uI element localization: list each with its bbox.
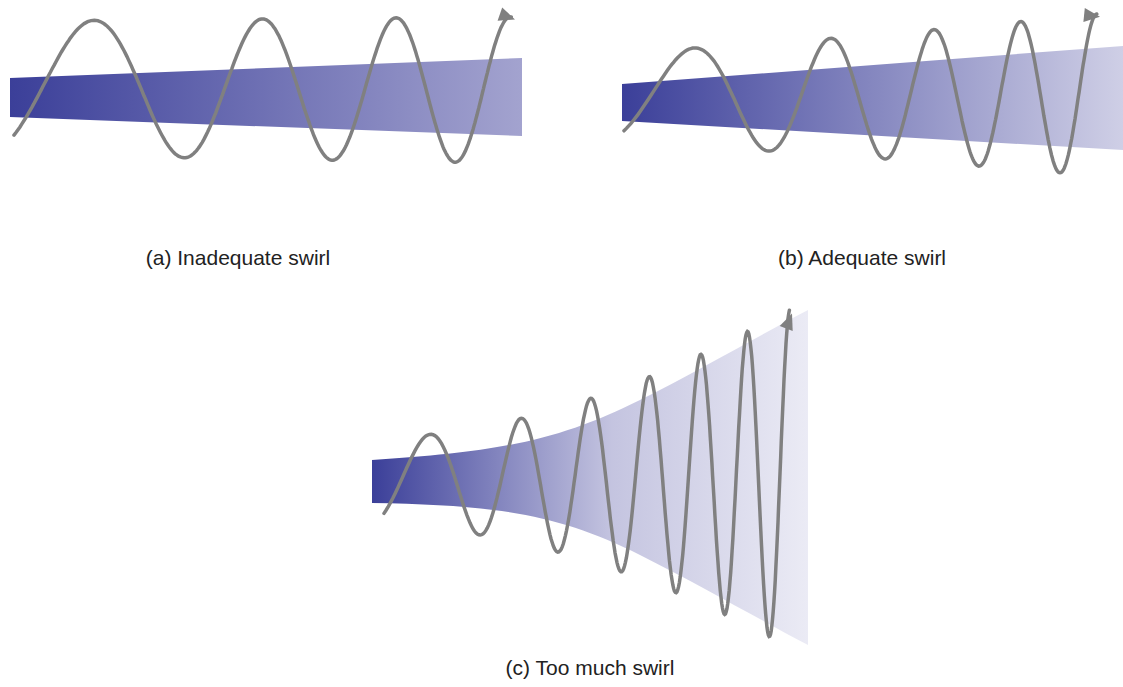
arrow-head bbox=[1083, 8, 1100, 22]
figure-caption: (a) Inadequate swirl bbox=[146, 246, 330, 270]
spray-band bbox=[372, 310, 808, 645]
swirl-helix bbox=[624, 14, 1097, 173]
figure-caption: (b) Adequate swirl bbox=[778, 246, 946, 270]
arrow-head bbox=[498, 8, 515, 21]
figure-caption: (c) Too much swirl bbox=[506, 656, 675, 680]
swirl-helix bbox=[14, 17, 511, 162]
spray-band bbox=[10, 58, 522, 136]
arrow-head bbox=[780, 314, 793, 331]
swirl-helix bbox=[384, 310, 789, 636]
